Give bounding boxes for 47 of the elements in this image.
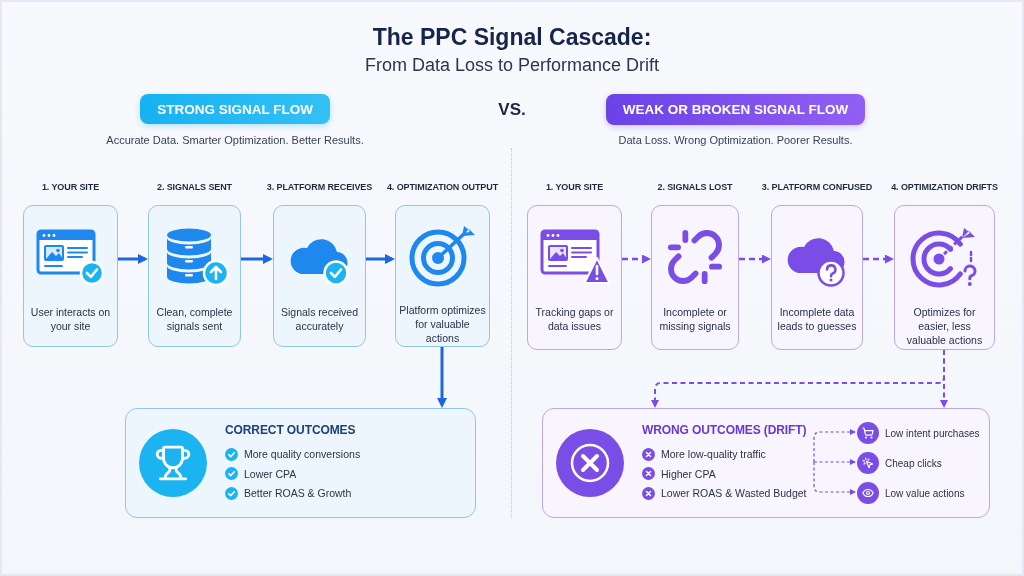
versus-label: VS. xyxy=(498,100,526,120)
arrow xyxy=(437,347,447,408)
outcome-panel xyxy=(125,408,476,518)
section-banner: WEAK OR BROKEN SIGNAL FLOW xyxy=(606,94,865,125)
outcome-item: Lower ROAS & Wasted Budget xyxy=(661,487,807,499)
step-heading: 1. YOUR SITE xyxy=(545,182,604,192)
step-heading: 3. PLATFORM CONFUSED xyxy=(761,182,873,192)
subtitle: From Data Loss to Performance Drift xyxy=(364,55,660,76)
step-heading: 4. OPTIMIZATION OUTPUT xyxy=(386,182,499,192)
tagline: Data Loss. Wrong Optimization. Poorer Results. xyxy=(618,134,853,146)
step-description: Incomplete or missing signals xyxy=(658,306,732,334)
outcome-item: Lower CPA xyxy=(244,467,297,480)
step-heading: 1. YOUR SITE xyxy=(41,182,100,192)
dashed-arrow xyxy=(739,254,771,264)
title: The PPC Signal Cascade: xyxy=(372,24,652,51)
arrow xyxy=(241,254,273,264)
step-heading: 2. SIGNALS LOST xyxy=(657,182,733,192)
effect-label: Low intent purchases xyxy=(885,427,980,439)
arrow xyxy=(118,254,148,264)
dashed-arrow xyxy=(622,254,651,264)
outcome-panel xyxy=(542,408,990,518)
step-heading: 2. SIGNALS SENT xyxy=(157,182,232,192)
effect-label: Cheap clicks xyxy=(885,457,942,469)
outcome-item: Better ROAS & Growth xyxy=(244,487,352,499)
outcome-item: More quality conversions xyxy=(244,448,361,460)
step-heading: 4. OPTIMIZATION DRIFTS xyxy=(891,182,998,192)
step-description: Incomplete data leads to guesses xyxy=(776,306,858,334)
step-description: Platform optimizes for valuable actions xyxy=(399,304,486,346)
outcome-item: Higher CPA xyxy=(661,467,716,480)
dashed-arrow xyxy=(813,461,856,495)
arrow xyxy=(366,254,395,264)
dashed-arrow xyxy=(813,459,856,465)
dashed-arrow xyxy=(940,349,948,408)
step-description: Tracking gaps or data issues xyxy=(534,306,615,334)
effect-label: Low value actions xyxy=(885,487,965,499)
outcome-heading: CORRECT OUTCOMES xyxy=(225,423,357,438)
dashed-arrow xyxy=(813,429,856,463)
outcome-item: More low-quality traffic xyxy=(661,448,766,460)
step-description: Clean, complete signals sent xyxy=(155,306,234,334)
step-description: Optimizes for easier, less valuable actions xyxy=(905,306,984,348)
outcome-heading: WRONG OUTCOMES (DRIFT) xyxy=(642,423,807,438)
step-heading: 3. PLATFORM RECEIVES xyxy=(266,182,373,192)
tagline: Accurate Data. Smarter Optimization. Better Results. xyxy=(106,134,364,146)
step-description: Signals received accurately xyxy=(279,306,359,334)
section-banner: STRONG SIGNAL FLOW xyxy=(140,94,330,124)
step-description: User interacts on your site xyxy=(29,306,112,334)
dashed-arrow xyxy=(863,254,894,264)
